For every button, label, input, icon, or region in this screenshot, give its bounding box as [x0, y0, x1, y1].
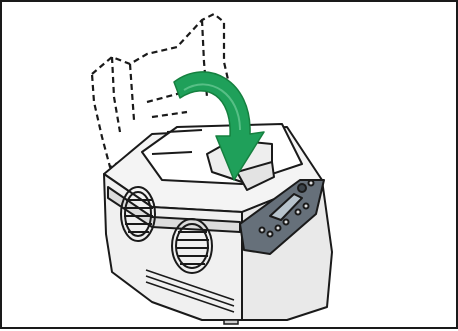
- printer-illustration: [2, 2, 458, 331]
- illustration-frame: [0, 0, 458, 329]
